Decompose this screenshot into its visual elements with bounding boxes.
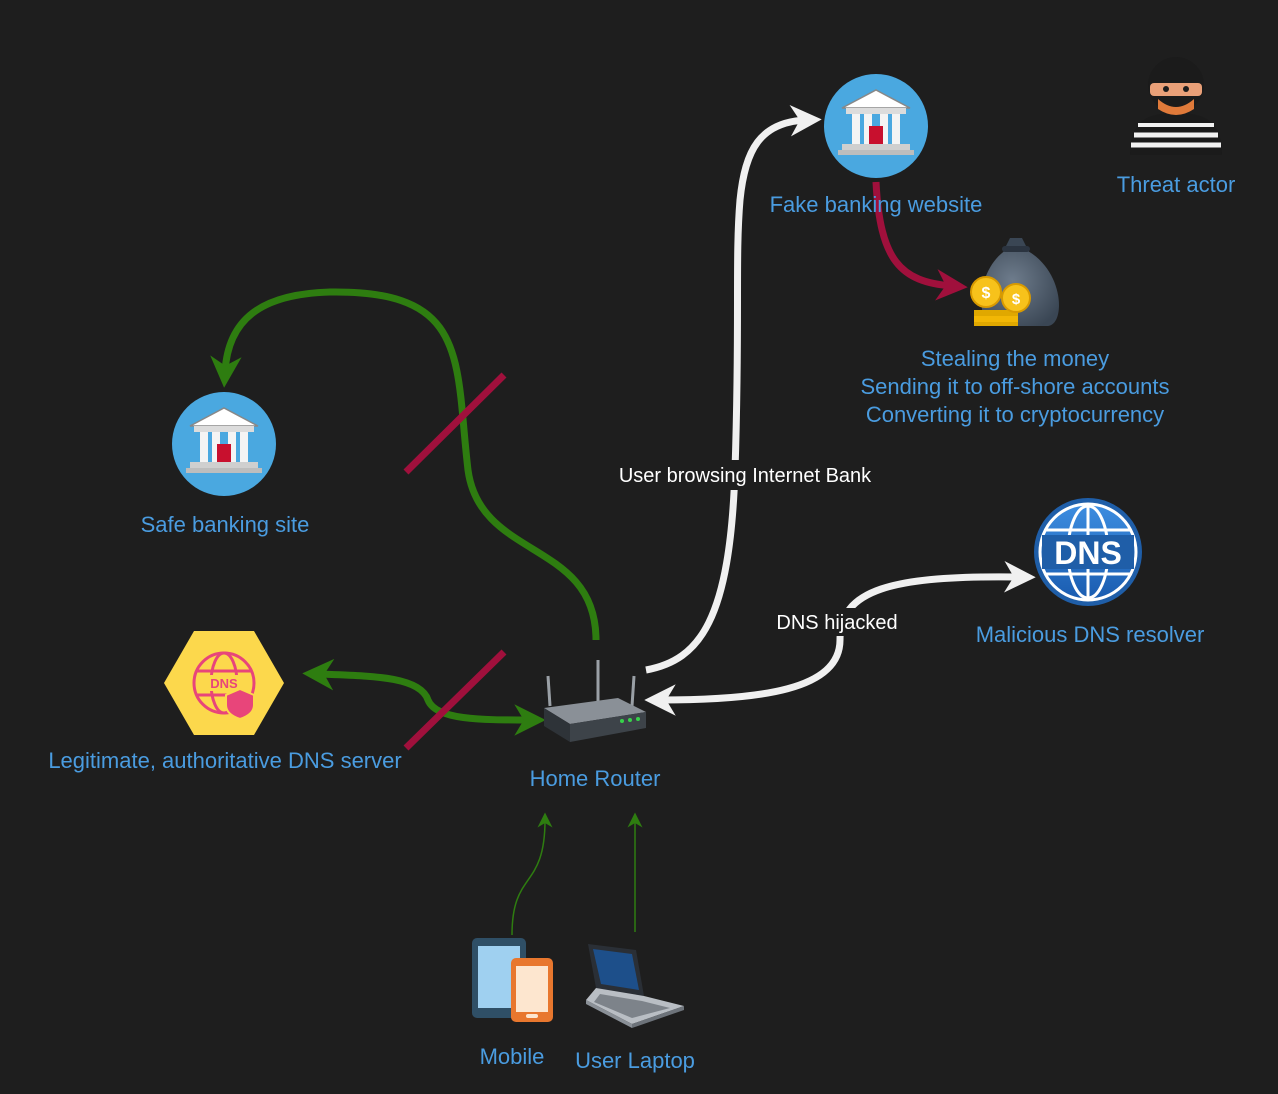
svg-text:$: $ <box>982 285 991 302</box>
threat-actor-label: Threat actor <box>1117 172 1236 197</box>
safe-path-edge <box>210 288 600 641</box>
svg-text:$: $ <box>1012 291 1021 308</box>
browsing-edge-label: User browsing Internet Bank <box>619 465 872 487</box>
money-bag-icon: $ $ <box>970 238 1059 326</box>
bank-icon <box>172 392 276 496</box>
dns-globe-text: DNS <box>1054 535 1122 571</box>
dns-hexagon-icon: DNS <box>164 631 284 735</box>
laptop-icon <box>586 944 684 1028</box>
dns-globe-icon: DNS <box>1034 498 1142 606</box>
fake-bank-label: Fake banking website <box>770 192 983 217</box>
malicious-dns-node[interactable]: DNS Malicious DNS resolver <box>976 498 1205 647</box>
mobile-node[interactable]: Mobile <box>472 938 553 1069</box>
laptop-label: User Laptop <box>575 1048 695 1073</box>
dns-hijacked-edge-label: DNS hijacked <box>776 612 897 634</box>
mobile-devices-icon <box>472 938 553 1022</box>
mobile-label: Mobile <box>480 1044 545 1069</box>
money-line-2: Sending it to off-shore accounts <box>860 374 1169 399</box>
burglar-icon <box>1130 57 1222 155</box>
legit-dns-node[interactable]: DNS Legitimate, authoritative DNS server <box>48 631 402 773</box>
router-label: Home Router <box>530 766 661 791</box>
blocked-slash-dns <box>403 649 507 751</box>
malicious-dns-label: Malicious DNS resolver <box>976 622 1205 647</box>
router-icon <box>544 660 646 742</box>
fake-bank-node[interactable]: Fake banking website <box>770 74 983 217</box>
blocked-slash-safe <box>403 372 507 475</box>
legit-dns-edge <box>302 658 546 736</box>
legit-dns-label: Legitimate, authoritative DNS server <box>48 748 401 773</box>
money-edge <box>872 181 968 301</box>
mobile-link-edge <box>511 812 553 936</box>
threat-actor-node[interactable]: Threat actor <box>1117 57 1236 197</box>
dns-hexagon-text: DNS <box>210 676 238 691</box>
laptop-node[interactable]: User Laptop <box>575 944 695 1073</box>
money-line-3: Converting it to cryptocurrency <box>866 402 1164 427</box>
safe-bank-node[interactable]: Safe banking site <box>141 392 310 537</box>
bank-icon <box>824 74 928 178</box>
router-node[interactable]: Home Router <box>530 660 661 791</box>
money-line-1: Stealing the money <box>921 346 1109 371</box>
dns-hijacked-edge <box>644 561 1036 716</box>
money-node[interactable]: $ $ Stealing the money Sending it to off… <box>860 238 1170 427</box>
safe-bank-label: Safe banking site <box>141 512 310 537</box>
